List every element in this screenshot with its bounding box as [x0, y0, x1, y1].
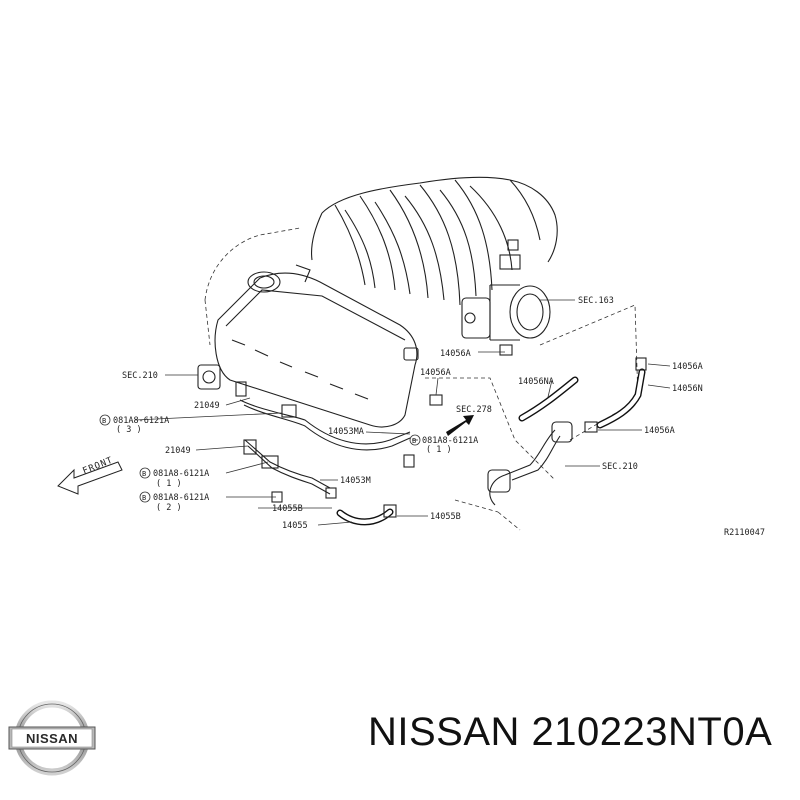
- sec278-arrow-icon: [446, 415, 474, 436]
- callout-14056a-1: 14056A: [440, 349, 471, 359]
- throttle-body: [461, 239, 551, 341]
- callout-14056a-right: 14056A: [644, 426, 675, 436]
- callout-bolt-3-qty: ( 1 ): [156, 479, 182, 489]
- callout-14055b-2: 14055B: [430, 512, 461, 522]
- callout-sec278: SEC.278: [456, 405, 492, 415]
- callout-bolt-1: 081A8-6121A: [113, 416, 169, 426]
- callout-sec210-right: SEC.210: [602, 462, 638, 472]
- callout-bolt-4-qty: ( 2 ): [156, 503, 182, 513]
- callout-14055: 14055: [282, 521, 308, 531]
- intake-manifold: [311, 176, 558, 306]
- valve-cover: [214, 264, 419, 428]
- bolt-marker-3: B: [142, 470, 146, 478]
- front-arrow-icon: [57, 461, 123, 495]
- callout-14056na: 14056NA: [518, 377, 554, 387]
- callout-21049-1: 21049: [194, 401, 220, 411]
- callout-14056n: 14056N: [672, 384, 703, 394]
- callout-21049-2: 21049: [165, 446, 191, 456]
- part-number-title: NISSAN 210223NT0A: [368, 710, 773, 754]
- callout-14056a-2: 14056A: [420, 368, 451, 378]
- callout-14055b-1: 14055B: [272, 504, 303, 514]
- bolt-marker-4: B: [142, 494, 146, 502]
- bolt-marker-1: B: [102, 417, 106, 425]
- callout-bolt-2: 081A8-6121A: [422, 436, 478, 446]
- callout-bolt-3: 081A8-6121A: [153, 469, 209, 479]
- callout-bolt-1-qty: ( 3 ): [116, 425, 142, 435]
- sensor-assembly: [197, 364, 415, 518]
- callout-14056a-3: 14056A: [672, 362, 703, 372]
- bolt-markers: [99, 414, 421, 503]
- callout-14053m: 14053M: [340, 476, 371, 486]
- callout-sec210-left: SEC.210: [122, 371, 158, 381]
- nissan-logo-icon: NISSAN: [8, 700, 96, 776]
- coolant-hoses: [239, 344, 647, 526]
- leader-lines: [134, 299, 671, 526]
- logo-text: NISSAN: [26, 731, 78, 746]
- bolt-marker-2: B: [412, 437, 416, 445]
- callout-bolt-4: 081A8-6121A: [153, 493, 209, 503]
- callout-bolt-2-qty: ( 1 ): [426, 445, 452, 455]
- callout-sec163: SEC.163: [578, 296, 614, 306]
- callout-14053ma: 14053MA: [328, 427, 364, 437]
- front-label: FRONT: [81, 455, 115, 476]
- reference-code: R2110047: [724, 528, 765, 538]
